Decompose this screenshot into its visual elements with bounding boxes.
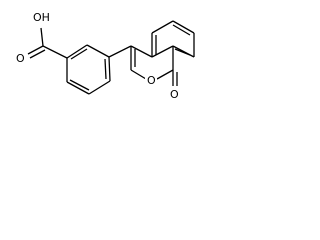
bond-benz-isochromenone bbox=[108, 45, 132, 58]
atom-label-oh: OH bbox=[33, 11, 50, 24]
chemical-structure: OH O O O bbox=[14, 10, 195, 101]
bond-benz-4 bbox=[88, 80, 111, 95]
bond-o2-c1 bbox=[156, 69, 174, 80]
bond-c8-c8a-inner bbox=[174, 48, 191, 56]
bond-c5-c6 bbox=[151, 20, 174, 34]
bond-benz-3 bbox=[108, 56, 111, 82]
bond-c8-c8a bbox=[172, 45, 195, 58]
bond-benz-1-inner bbox=[70, 48, 88, 60]
atom-label-carbonyl-o: O bbox=[16, 52, 25, 65]
bond-c-ring bbox=[42, 45, 68, 59]
bond-c-oh bbox=[40, 27, 44, 47]
bond-c4-c4a bbox=[130, 45, 153, 58]
bond-c6-c7-inner bbox=[172, 24, 191, 36]
atom-label-lactone-o: O bbox=[170, 88, 179, 101]
bond-c6-c7 bbox=[172, 20, 195, 34]
bond-benz-1 bbox=[66, 44, 88, 59]
bond-benz-2 bbox=[86, 44, 110, 58]
atom-label-ring-o: O bbox=[147, 74, 156, 87]
bond-c3-o2 bbox=[130, 69, 147, 80]
bond-c4a-c8a bbox=[151, 45, 174, 58]
bond-benz-5 bbox=[66, 81, 90, 95]
bond-c-o-double-a bbox=[27, 45, 44, 55]
bond-c-o-double-b bbox=[29, 49, 46, 59]
bond-benz-5-inner bbox=[69, 79, 90, 91]
bond-benz-3-inner bbox=[104, 58, 107, 80]
